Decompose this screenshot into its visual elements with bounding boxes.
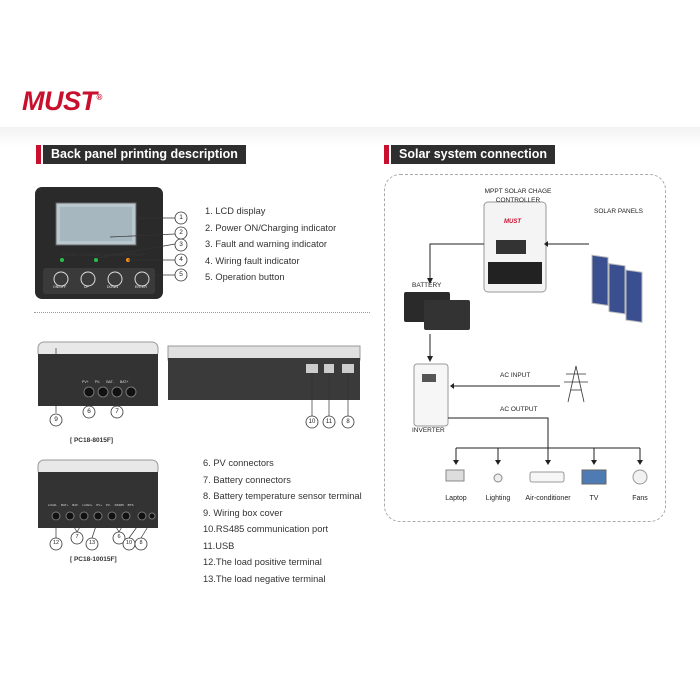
terminal-label: PV+ (82, 380, 89, 384)
side-panel-drawing (167, 345, 361, 429)
callout-11: 11 (325, 419, 333, 425)
terminal-label: LOAD- (48, 503, 58, 507)
callout-5: 5 (179, 271, 183, 278)
front-panel-drawing (35, 187, 188, 299)
terminal-label: LOAD+ (82, 503, 93, 507)
solar-panels-icon (591, 254, 643, 323)
button-label-up: UP (84, 285, 89, 289)
button-label-enter: ENTER (135, 285, 147, 289)
header-band (0, 127, 700, 147)
callout-2: 2 (179, 229, 183, 236)
button-label-onoff: ON/OFF (53, 285, 67, 289)
callout-10b: 10 (125, 540, 133, 546)
callout-3: 3 (179, 241, 183, 248)
callout-6b: 6 (117, 534, 121, 540)
callout-12: 12 (52, 540, 60, 546)
terminal-label: PV- (94, 380, 101, 384)
callout-7a: 7 (115, 408, 119, 415)
callout-8: 8 (346, 419, 350, 425)
callout-13: 13 (88, 540, 96, 546)
power-tower-icon (564, 365, 588, 403)
load-air-conditioner: Air-conditioner (525, 495, 571, 502)
callout-7b: 7 (75, 534, 79, 540)
back-list-item: 10.RS485 communication port (203, 524, 329, 534)
section-divider (34, 312, 370, 313)
lighting-icon (493, 473, 503, 483)
right-section-title: Solar system connection (391, 145, 555, 164)
terminal-label: BAT- (72, 503, 79, 507)
terminal-label: PV- (105, 503, 111, 507)
back-list-item: 11.USB (203, 540, 235, 551)
ac-output-label: AC OUTPUT (500, 406, 538, 413)
load-tv: TV (589, 495, 599, 502)
callout-4: 4 (179, 256, 183, 263)
fan-icon (632, 469, 648, 485)
back-list-item: 7. Battery connectors (203, 474, 291, 485)
back-panel-b-drawing (37, 459, 159, 551)
back-panel-a-drawing (37, 341, 159, 427)
terminal-label: RS485 (114, 503, 124, 507)
model-label-a: [ PC18-8015F] (70, 437, 113, 444)
power-led-icon (60, 258, 64, 262)
battery-label: BATTERY (412, 282, 442, 289)
callout-9: 9 (54, 416, 58, 423)
load-laptop: Laptop (445, 495, 467, 502)
terminal-label: BAT+ (119, 380, 129, 384)
load-lighting: Lighting (485, 495, 511, 502)
back-list-item: 13.The load negative terminal (203, 573, 326, 584)
controller-label: MPPT SOLAR CHAGE CONTROLLER (484, 188, 552, 204)
brand-logo: MUST® (22, 86, 102, 116)
left-section-title: Back panel printing description (43, 145, 246, 164)
front-list-item: 3. Fault and warning indicator (205, 239, 327, 249)
ac-input-label: AC INPUT (500, 372, 531, 379)
back-list-item: 12.The load positive terminal (203, 557, 322, 567)
terminal-label: BAT+ (61, 503, 69, 507)
callout-8b: 8 (139, 540, 143, 546)
inverter-icon (413, 363, 449, 427)
back-list-item: 8. Battery temperature sensor terminal (203, 491, 362, 501)
front-list-item: 1. LCD display (205, 206, 266, 216)
callout-10: 10 (308, 419, 316, 425)
terminal-labels-b: LOAD- BAT+ BAT- LOAD+ PV+ PV- RS485 BTS (48, 503, 158, 507)
terminal-label: PV+ (96, 503, 103, 507)
terminal-label: BAT- (106, 380, 114, 384)
right-header-mark (384, 145, 389, 164)
front-list-item: 2. Power ON/Charging indicator (205, 222, 337, 233)
solar-panels-label: SOLAR PANELS (594, 208, 644, 215)
tv-icon (581, 469, 607, 485)
front-list-item: 4. Wiring fault indicator (205, 255, 300, 266)
back-list-item: 6. PV connectors (203, 458, 274, 468)
controller-brand: MUST (504, 219, 521, 225)
model-label-b: [ PC18-10015F] (70, 556, 117, 563)
indicator-label-wiring: WIRING FAULT (116, 252, 145, 257)
laptop-icon (445, 469, 465, 482)
connection-diagram-frame (384, 174, 666, 522)
front-list-item: 5. Operation button (205, 272, 285, 282)
callout-1: 1 (179, 214, 183, 221)
front-panel-list: 1. LCD display 2. Power ON/Charging indi… (205, 203, 336, 286)
button-label-down: DOWN (107, 285, 119, 289)
left-header-mark (36, 145, 41, 164)
fault-led-icon (94, 258, 98, 262)
inverter-label: INVERTER (412, 427, 445, 434)
battery-icon (404, 292, 470, 330)
terminal-label: BTS (127, 503, 134, 507)
indicator-label-fault: FAULT WARNING (90, 252, 124, 257)
back-panel-list: 6. PV connectors 7. Battery connectors 8… (203, 455, 362, 587)
callout-6a: 6 (87, 408, 91, 415)
terminal-labels-a: PV+ PV- BAT- BAT+ (82, 380, 128, 384)
load-fans: Fans (632, 495, 648, 502)
connection-diagram (404, 201, 648, 485)
air-conditioner-icon (529, 471, 565, 483)
indicator-label-power: POWER CHARGING (62, 252, 100, 257)
back-list-item: 9. Wiring box cover (203, 507, 283, 518)
